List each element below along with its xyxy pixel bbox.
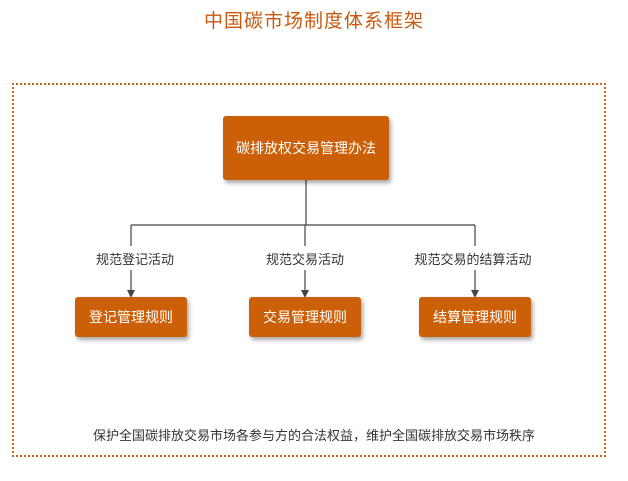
edge-label-trading: 规范交易活动	[265, 253, 344, 268]
top-node-box: 碳排放权交易管理办法	[223, 116, 389, 180]
node-registration-label: 登记管理规则	[89, 310, 173, 326]
node-trading-rules: 交易管理规则	[249, 297, 361, 337]
node-settlement-label: 结算管理规则	[433, 310, 517, 326]
edge-label-settlement: 规范交易的结算活动	[414, 253, 532, 268]
framework-frame	[12, 83, 606, 457]
node-registration-rules: 登记管理规则	[75, 297, 187, 337]
node-trading-label: 交易管理规则	[263, 310, 347, 326]
footer-statement: 保护全国碳排放交易市场各参与方的合法权益，维护全国碳排放交易市场秩序	[92, 429, 535, 444]
page-title: 中国碳市场制度体系框架	[203, 10, 424, 32]
node-settlement-rules: 结算管理规则	[419, 297, 531, 337]
top-node-label: 碳排放权交易管理办法	[236, 141, 376, 157]
edge-label-registration: 规范登记活动	[95, 253, 174, 268]
